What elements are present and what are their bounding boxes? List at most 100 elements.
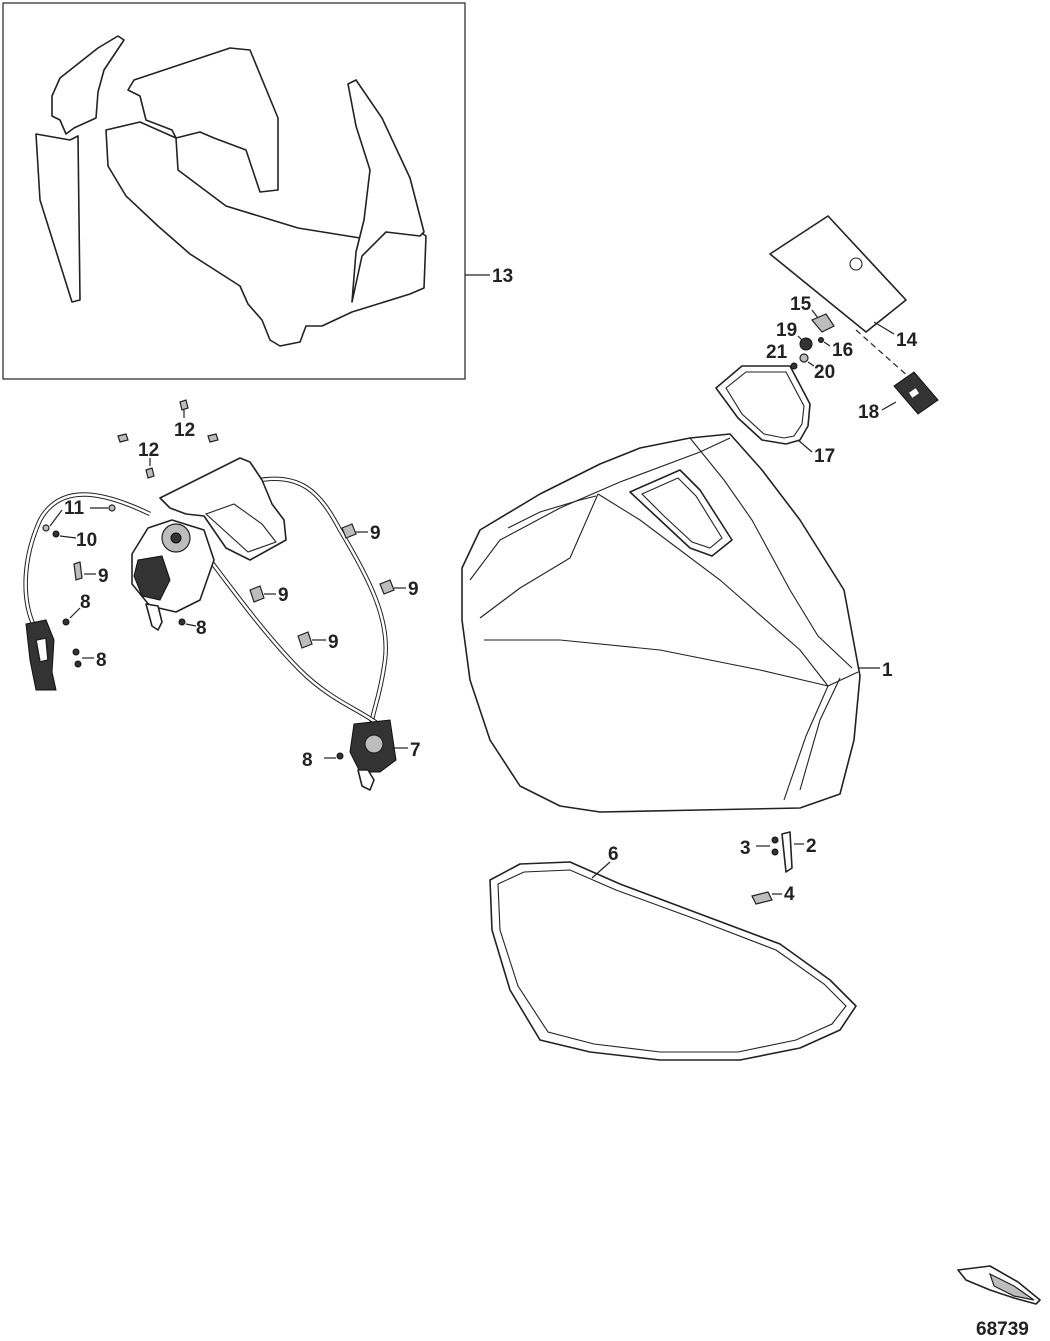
cable-clip-9e	[297, 631, 313, 649]
leader-6	[591, 861, 611, 879]
decal-18-patch	[909, 388, 919, 398]
callout-16: 16	[832, 340, 853, 361]
latch-cable-lower	[208, 558, 380, 726]
cowl-seal-group: 6	[489, 844, 857, 1061]
callout-2: 2	[806, 836, 817, 857]
cowl-vent	[507, 495, 597, 529]
latch-left-slot	[35, 637, 49, 663]
screw-3a	[771, 836, 779, 844]
leader-10	[59, 535, 77, 539]
screw-8d	[336, 752, 344, 760]
clip-4	[751, 891, 773, 905]
cowl-seal-6	[489, 861, 857, 1061]
leader-18	[881, 401, 897, 411]
orientation-thumbnail	[957, 1265, 1041, 1305]
washer-21	[790, 362, 798, 370]
callout-10: 10	[76, 530, 97, 551]
screw-3b	[771, 848, 779, 856]
leader-8b	[185, 623, 197, 627]
latch-cable-main-inner	[24, 493, 151, 627]
top-cowl-group: 1	[461, 433, 893, 813]
clip-12d	[145, 467, 155, 479]
latch-right-hook	[357, 769, 375, 791]
callout-8a: 8	[80, 592, 91, 613]
callout-12a: 12	[174, 420, 195, 441]
access-seal-17	[715, 365, 811, 445]
access-cover-group: 14 15 16 19 20 21 17 18	[715, 215, 939, 467]
latch-group: 7 8 8 8 8 9 9 9 9 9 10	[23, 399, 421, 791]
callout-6: 6	[608, 844, 619, 865]
cowl-top-ridge	[689, 437, 853, 669]
screw-8b	[178, 618, 186, 626]
latch-cable-lower-inner	[209, 559, 379, 725]
callout-14: 14	[896, 330, 918, 351]
callout-1: 1	[882, 660, 893, 681]
insulation-panel-right	[347, 79, 425, 303]
cowl-rear-band	[783, 671, 859, 801]
cable-clip-9b	[73, 561, 83, 581]
leader-8a	[69, 607, 81, 619]
nut-11a	[42, 524, 50, 532]
cowl-access-window	[629, 469, 733, 557]
nut-11b	[108, 504, 116, 512]
leader-15	[811, 309, 819, 319]
callout-18: 18	[858, 402, 879, 423]
cowl-seal-6-inner	[497, 869, 847, 1053]
grommet-19	[799, 337, 813, 351]
seal-strip-2	[781, 831, 793, 873]
leader-16	[823, 341, 831, 347]
access-cover-14	[769, 215, 907, 333]
insulation-panel-left-long	[35, 133, 81, 303]
inset-frame	[2, 2, 466, 380]
callout-8c: 8	[96, 650, 107, 671]
callout-8d: 8	[302, 750, 313, 771]
callout-9d: 9	[278, 585, 289, 606]
figure-number: 68739	[976, 1319, 1029, 1340]
access-cover-hole	[849, 257, 863, 271]
cable-clip-9a	[341, 523, 357, 539]
latch-bracket	[159, 457, 287, 561]
callout-3: 3	[740, 838, 751, 859]
leader-19	[797, 335, 803, 341]
callout-12b: 12	[138, 440, 159, 461]
leader-14	[873, 321, 895, 335]
callout-15: 15	[790, 294, 812, 315]
clip-12c	[117, 433, 129, 443]
insulation-panel-center-upper	[127, 47, 279, 193]
clip-12b	[207, 433, 219, 443]
latch-gear-hub	[170, 532, 182, 544]
insulation-panel-main	[105, 121, 427, 347]
latch-right-gear	[364, 734, 384, 754]
washer-20	[799, 353, 809, 363]
cowl-center-crease	[597, 493, 829, 687]
callout-4: 4	[784, 884, 795, 905]
callout-17: 17	[814, 446, 835, 467]
leader-20	[807, 361, 815, 367]
callout-7: 7	[410, 740, 421, 761]
thumbnail-engine-shade	[988, 1272, 1035, 1301]
insulation-panel-small-top	[51, 35, 125, 135]
cowl-inner-edge	[469, 437, 731, 581]
access-seal-17-inner	[725, 371, 805, 439]
callout-11: 11	[64, 498, 85, 519]
latch-cable-right-inner	[249, 477, 387, 729]
dash-line-14-18	[855, 329, 911, 379]
latch-cam	[133, 555, 171, 601]
callout-9b: 9	[98, 566, 109, 587]
cowl-access-window-inner	[641, 477, 723, 549]
cable-clip-9c	[379, 579, 395, 595]
washer-16	[818, 337, 824, 343]
callout-19: 19	[776, 320, 797, 341]
callout-9c: 9	[408, 579, 419, 600]
screw-8c1	[72, 648, 80, 656]
callout-9a: 9	[370, 523, 381, 544]
screw-8a	[62, 618, 70, 626]
callout-9e: 9	[328, 632, 339, 653]
screw-10	[52, 530, 60, 538]
leader-17	[797, 439, 813, 453]
callout-8b: 8	[196, 618, 207, 639]
screw-8c2	[74, 660, 82, 668]
top-cowl-1	[461, 433, 861, 813]
leader-11	[49, 509, 63, 527]
